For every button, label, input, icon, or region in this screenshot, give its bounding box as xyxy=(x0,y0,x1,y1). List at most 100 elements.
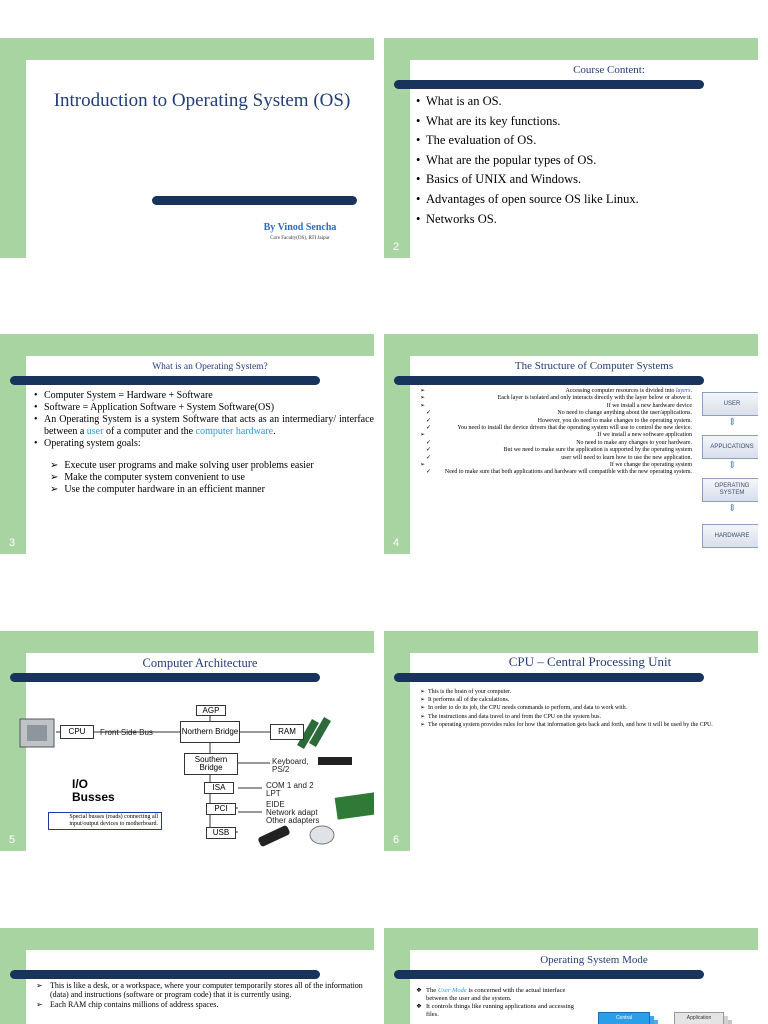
slide-1-title: Introduction to Operating System (OS) xyxy=(53,90,351,111)
slide-card xyxy=(26,950,374,1024)
text: An Operating System is a system Software… xyxy=(44,414,374,437)
slide-card xyxy=(26,653,374,851)
structure-line-text: If we install a new software application xyxy=(597,432,692,439)
slide-band xyxy=(384,38,758,60)
structure-line: ➢Each layer is isolated and only interac… xyxy=(420,395,692,402)
list-item: ➢Use the computer hardware in an efficie… xyxy=(50,484,265,495)
slide-5: Computer Architecture xyxy=(0,631,374,851)
list-item: ➢Make the computer system convenient to … xyxy=(50,472,245,483)
arrow-bullet-icon: ➢ xyxy=(420,402,426,409)
slide-4-title: The Structure of Computer Systems xyxy=(514,360,674,372)
list-item: ➢It performs all of the calculations. xyxy=(420,697,510,704)
structure-line: ✓But we need to make sure the applicatio… xyxy=(420,447,692,454)
structure-line: ✓ No need to make any changes to your har… xyxy=(420,440,692,447)
structure-line-text: No need to make any changes to your hard… xyxy=(576,439,692,446)
cpu-box: CPU xyxy=(60,725,94,739)
arrow-icon: ⇕ xyxy=(728,460,737,471)
slide-number: 6 xyxy=(393,834,400,846)
slide-band xyxy=(0,38,374,60)
slide-card xyxy=(410,950,758,1024)
arrow-bullet-icon: ➢ xyxy=(420,432,426,439)
goals-list: ➢Execute user programs and make solving … xyxy=(50,460,370,496)
slide-6: CPU – Central Processing Unit ➢This is t… xyxy=(384,631,758,851)
slide-band xyxy=(384,334,410,554)
structure-line-text: Each layer is isolated and only interact… xyxy=(497,395,692,402)
title-bar xyxy=(10,970,320,979)
list-item: ❖The User Mode is concerned with the act… xyxy=(416,987,566,1002)
structure-line-text: Need to make sure that both applications… xyxy=(444,469,692,476)
slide-band xyxy=(0,631,374,653)
slide-7: ➢This is like a desk, or a workspace, wh… xyxy=(0,928,374,1024)
arrow-bullet-icon: ➢ xyxy=(420,462,426,469)
slide-6-title: CPU – Central Processing Unit xyxy=(508,654,672,669)
structure-line: ➢Accessing computer resources is divided… xyxy=(420,388,692,395)
bus-note: Special busses (roads) connecting all in… xyxy=(48,812,162,830)
structure-line-text: But we need to make sure the application… xyxy=(503,447,692,454)
list-item: ➢The instructions and data travel to and… xyxy=(420,713,601,720)
slide-card xyxy=(26,60,374,258)
structure-line: ✓You need to install the device drivers … xyxy=(420,425,692,432)
slide-card xyxy=(410,356,758,554)
title-bar xyxy=(394,673,704,682)
course-list: What is an OS. What are its key function… xyxy=(416,92,736,229)
structure-line: ➢ If we install a new software applicatio… xyxy=(420,432,692,439)
slide-band xyxy=(384,631,758,653)
slide-band xyxy=(0,928,374,950)
agp-box: AGP xyxy=(196,705,226,716)
hardware-box: HARDWARE xyxy=(702,524,758,548)
mode-list: ❖The User Mode is concerned with the act… xyxy=(416,987,586,1019)
structure-line: ➢If we change the operating system xyxy=(420,462,692,469)
slide-4: The Structure of Computer Systems ➢Acces… xyxy=(384,334,758,554)
list-item: ➢This is like a desk, or a workspace, wh… xyxy=(36,981,363,1000)
user-link[interactable]: user xyxy=(86,426,104,437)
north-bridge-box: Northern Bridge xyxy=(180,721,240,743)
title-bar xyxy=(394,970,704,979)
slide-1-author: By Vinod Sencha xyxy=(263,222,337,233)
usb-box: USB xyxy=(206,827,236,839)
list-item: The evaluation of OS. xyxy=(416,131,736,151)
list-item: Computer System = Hardware + Software xyxy=(34,390,374,402)
slide-1: Introduction to Operating System (OS) By… xyxy=(0,38,374,258)
list-item: What are the popular types of OS. xyxy=(416,151,736,171)
list-item: What are its key functions. xyxy=(416,112,736,132)
structure-line-text: However, you do need to make changes to … xyxy=(537,417,692,424)
os-list: Computer System = Hardware + Software So… xyxy=(34,390,374,450)
structure-line: ✓Need to make sure that both application… xyxy=(420,469,692,476)
slide-number: 3 xyxy=(9,537,16,549)
pci-box: PCI xyxy=(206,803,236,815)
keyboard-label: Keyboard, PS/2 xyxy=(272,757,309,774)
slide-3-title: What is an Operating System? xyxy=(152,362,268,372)
structure-line-text: user will need to learn how to use the n… xyxy=(561,454,692,461)
list-item: ❖It controls things like running applica… xyxy=(416,1003,574,1018)
title-bar xyxy=(394,376,704,385)
title-bar xyxy=(10,376,320,385)
check-icon: ✓ xyxy=(426,454,432,461)
operating-system-box: OPERATING SYSTEM xyxy=(702,478,758,502)
slide-2-title: Course Content: xyxy=(573,64,645,76)
list-item: Advantages of open source OS like Linux. xyxy=(416,190,736,210)
structure-line: ✓ user will need to learn how to use the … xyxy=(420,455,692,462)
title-bar xyxy=(152,196,357,205)
structure-line-text: If we install a new hardware device xyxy=(606,402,692,409)
slide-8: Operating System Mode ❖The User Mode is … xyxy=(384,928,758,1024)
fsb-label: Front Side Bus xyxy=(100,728,153,737)
structure-line-text: No need to change anything about the use… xyxy=(557,410,692,417)
check-icon: ✓ xyxy=(426,439,432,446)
isa-box: ISA xyxy=(204,782,234,794)
ram-box: RAM xyxy=(270,724,304,740)
title-bar xyxy=(394,80,704,89)
slide-card xyxy=(26,356,374,554)
hardware-link[interactable]: computer hardware xyxy=(195,426,274,437)
arrow-icon: ⇕ xyxy=(728,503,737,514)
slide-3: What is an Operating System? Computer Sy… xyxy=(0,334,374,554)
check-icon: ✓ xyxy=(426,425,432,432)
list-item: Operating system goals: xyxy=(34,438,374,450)
slide-band xyxy=(384,334,758,356)
list-item: ➢Each RAM chip contains millions of addr… xyxy=(36,999,219,1009)
structure-line: ✓However, you do need to make changes to… xyxy=(420,418,692,425)
list-item: Software = Application Software + System… xyxy=(34,402,374,414)
list-item: Basics of UNIX and Windows. xyxy=(416,170,736,190)
